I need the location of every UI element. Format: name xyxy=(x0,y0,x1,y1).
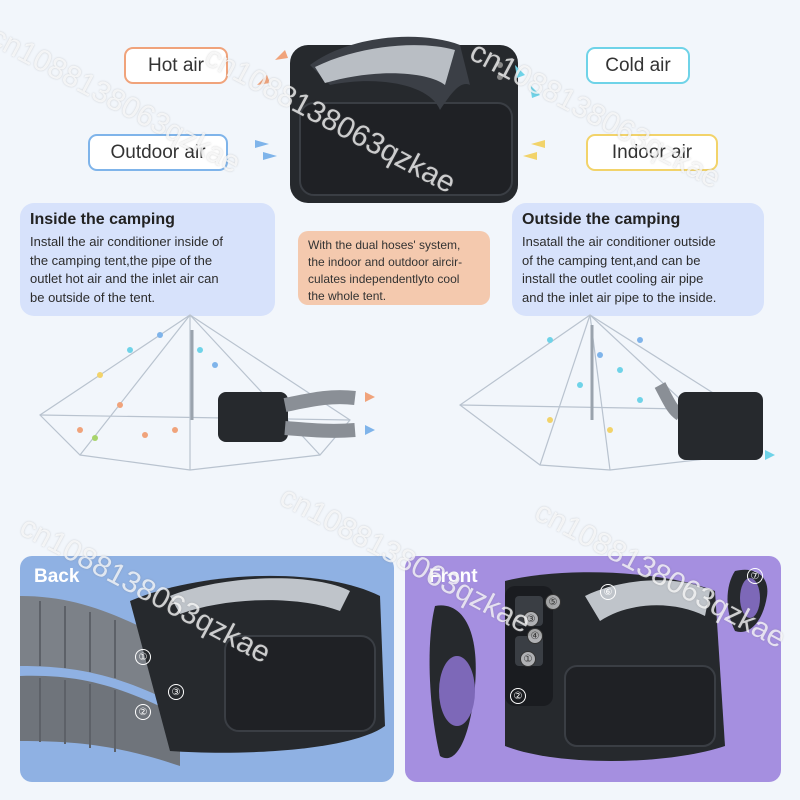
cold-air-label: Cold air xyxy=(586,47,690,84)
outdoor-air-label: Outdoor air xyxy=(88,134,228,171)
inside-camping-card: Inside the camping Install the air condi… xyxy=(20,203,275,316)
back-view-image xyxy=(20,575,385,766)
back-marker-3: ③ xyxy=(168,684,184,700)
outside-camping-line: install the outlet cooling air pipe xyxy=(522,271,704,286)
outside-camping-card: Outside the camping Insatall the air con… xyxy=(512,203,764,316)
front-view-label: Front xyxy=(429,566,478,587)
indoor-air-label: Indoor air xyxy=(586,134,718,171)
tent-inside-illustration xyxy=(39,314,375,471)
dual-hose-line: the indoor and outdoor aircir- xyxy=(308,255,463,269)
front-marker-6: ⑥ xyxy=(600,584,616,600)
dual-hose-card: With the dual hoses' system, the indoor … xyxy=(298,231,490,305)
back-marker-1: ① xyxy=(135,649,151,665)
front-marker-4: ④ xyxy=(527,628,543,644)
front-marker-2: ② xyxy=(510,688,526,704)
back-view-label: Back xyxy=(34,566,80,587)
dual-hose-line: culates independentlyto cool xyxy=(308,272,460,286)
front-view-panel: Front ① ② ③ ④ ⑤ ⑥ ⑦ xyxy=(405,556,781,782)
front-marker-1: ① xyxy=(520,651,536,667)
outside-camping-line: Insatall the air conditioner outside xyxy=(522,234,716,249)
air-conditioner-top-image xyxy=(290,36,518,203)
outside-camping-line: of the camping tent,and can be xyxy=(522,252,701,268)
inside-camping-line: Install the air conditioner inside of xyxy=(30,234,223,249)
front-marker-5: ⑤ xyxy=(545,594,561,610)
inside-camping-line: be outside of the tent. xyxy=(30,289,156,305)
front-marker-3: ③ xyxy=(523,611,539,627)
dual-hose-line: the whole tent. xyxy=(308,289,387,303)
inside-camping-line: the camping tent,the pipe of the xyxy=(30,252,213,268)
tent-outside-illustration xyxy=(458,314,775,471)
outside-camping-line: and the inlet air pipe to the inside. xyxy=(522,289,717,305)
inside-camping-line: outlet hot air and the inlet air can xyxy=(30,271,219,286)
back-marker-2: ② xyxy=(135,704,151,720)
hot-air-label: Hot air xyxy=(124,47,228,84)
airflow-arrows xyxy=(255,50,545,160)
back-view-panel: Back ① ② ③ xyxy=(20,556,394,782)
front-marker-7: ⑦ xyxy=(747,568,763,584)
dual-hose-line: With the dual hoses' system, xyxy=(308,238,461,252)
outside-camping-title: Outside the camping xyxy=(522,211,681,228)
front-view-image xyxy=(429,569,768,761)
inside-camping-title: Inside the camping xyxy=(30,211,175,228)
